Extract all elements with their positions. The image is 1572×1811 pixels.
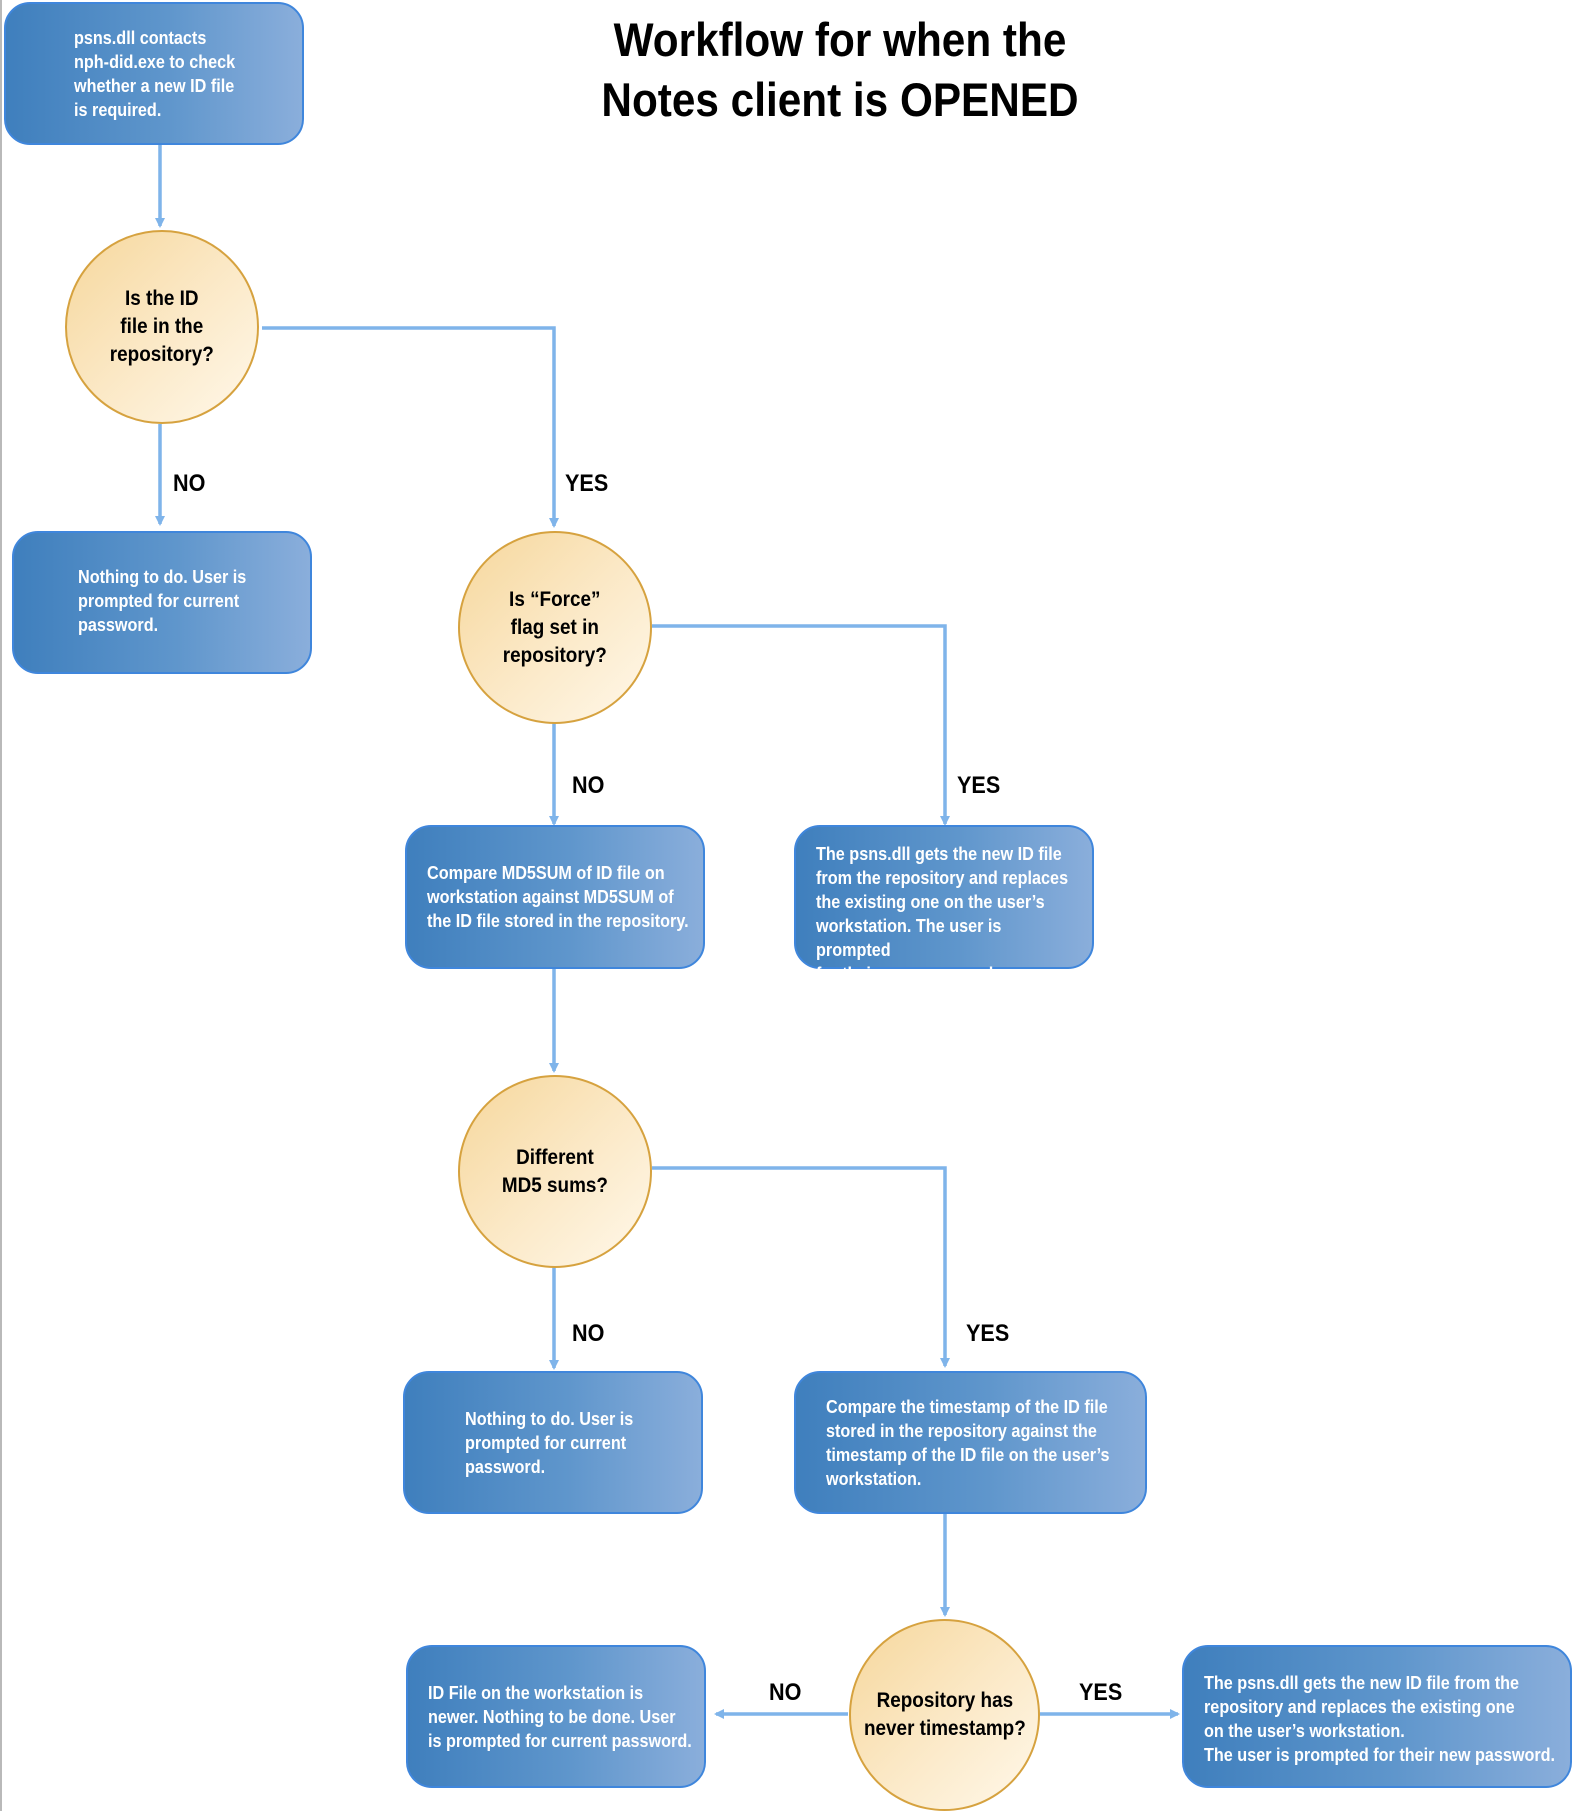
nothing-to-do-box-2: Nothing to do. User is prompted for curr… [403,1371,703,1514]
decision-id-file-in-repository-text: Is the ID file in the repository? [110,287,214,366]
nothing-to-do-text-1: Nothing to do. User is prompted for curr… [78,567,247,635]
connector-q-md5-yes [652,1166,950,1368]
decision-repository-newer-timestamp: Repository has never timestamp? [849,1619,1040,1811]
title-line-2: Notes client is OPENED [601,73,1079,126]
decision-force-flag-set-text: Is “Force” flag set in repository? [503,587,607,667]
start-process-box: psns.dll contacts nph-did.exe to check w… [4,2,304,145]
label-no-md5: NO [572,1320,605,1347]
decision-different-md5-sums: Different MD5 sums? [458,1075,652,1268]
compare-md5-text: Compare MD5SUM of ID file on workstation… [427,863,689,931]
label-no-force-flag: NO [572,772,605,799]
nothing-to-do-text-2: Nothing to do. User is prompted for curr… [465,1409,634,1477]
decision-repository-newer-timestamp-text: Repository has never timestamp? [863,1689,1026,1740]
decision-force-flag-set: Is “Force” flag set in repository? [458,531,652,724]
replace-id-file-force-text: The psns.dll gets the new ID file from t… [816,844,1069,984]
replace-id-file-force-box: The psns.dll gets the new ID file from t… [794,825,1094,984]
left-border-line [0,0,2,1811]
label-yes-force-flag: YES [957,772,1001,799]
nothing-to-do-box-1: Nothing to do. User is prompted for curr… [12,531,312,674]
workstation-newer-text: ID File on the workstation is newer. Not… [428,1683,692,1751]
workstation-newer-box: ID File on the workstation is newer. Not… [406,1645,706,1788]
title-line-1: Workflow for when the [613,13,1067,66]
connector-q-repository-yes [262,326,559,528]
label-no-timestamp: NO [769,1679,802,1706]
label-yes-timestamp: YES [1079,1679,1123,1706]
diagram-title: Workflow for when the Notes client is OP… [588,10,1092,130]
start-process-text: psns.dll contacts nph-did.exe to check w… [74,28,236,120]
label-no-id-repository: NO [173,470,206,497]
connector-q-force-yes [652,624,950,826]
decision-different-md5-sums-text: Different MD5 sums? [501,1145,609,1197]
decision-id-file-in-repository: Is the ID file in the repository? [65,230,259,424]
compare-timestamp-box: Compare the timestamp of the ID file sto… [794,1371,1147,1514]
compare-md5-box: Compare MD5SUM of ID file on workstation… [405,825,705,969]
compare-timestamp-text: Compare the timestamp of the ID file sto… [826,1397,1110,1489]
label-yes-md5: YES [966,1320,1010,1347]
replace-id-file-timestamp-box: The psns.dll gets the new ID file from t… [1182,1645,1572,1788]
replace-id-file-timestamp-text: The psns.dll gets the new ID file from t… [1204,1673,1556,1765]
label-yes-id-repository: YES [565,470,609,497]
